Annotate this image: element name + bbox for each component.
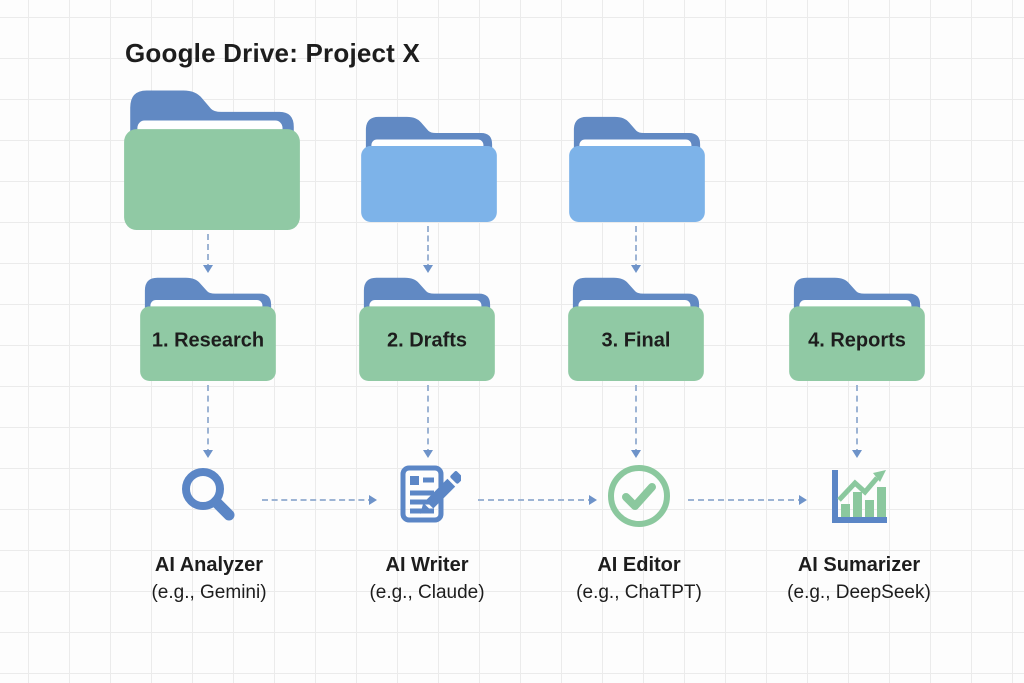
bar-chart-growth-icon [832,470,887,523]
tool-example: (e.g., Claude) [369,582,485,603]
folder-label: 4. Reports [808,329,906,352]
top-folder-final-source [566,112,708,222]
folder-label: 3. Final [601,329,671,352]
tool-name: AI Analyzer [154,554,264,576]
arrow-analyzer-to-writer [262,495,377,505]
arrow-writer-to-editor [478,495,597,505]
folder-label: 1. Research [151,329,265,352]
tool-example: (e.g., ChaTPT) [576,582,702,603]
subfolder-drafts: 2. Drafts [356,273,498,381]
diagram-title: Google Drive: Project X [125,38,421,68]
folder-icon [359,277,495,381]
arrow-editor-to-summarizer [688,495,807,505]
arrow-final-to-editor [631,385,641,458]
arrow-reports-to-summarizer [852,385,862,458]
arrow-root-to-research [203,234,213,273]
arrow-top-to-drafts [423,226,433,273]
tool-ai-writer: AI Writer (e.g., Claude) [317,462,537,604]
tool-example: (e.g., Gemini) [151,582,267,603]
document-pencil-icon [400,465,461,523]
tool-example: (e.g., DeepSeek) [787,582,931,603]
folder-label: 2. Drafts [386,329,468,352]
tool-ai-analyzer: AI Analyzer (e.g., Gemini) [99,462,319,604]
root-project-folder [120,84,304,230]
folder-icon [361,116,497,222]
tool-ai-editor: AI Editor (e.g., ChaTPT) [529,462,749,604]
tool-name: AI Writer [385,554,469,576]
folder-icon [568,277,704,381]
folder-icon [140,277,276,381]
arrow-drafts-to-writer [423,385,433,458]
arrow-top-to-final [631,226,641,273]
subfolder-reports: 4. Reports [786,273,928,381]
magnifier-search-icon [182,468,235,521]
tool-ai-summarizer: AI Sumarizer (e.g., DeepSeek) [749,462,969,604]
subfolder-research: 1. Research [137,273,279,381]
tool-name: AI Sumarizer [797,554,921,576]
tool-name: AI Editor [597,554,681,576]
folder-icon [569,116,705,222]
arrow-research-to-analyzer [203,385,213,458]
folder-icon [124,90,300,230]
top-folder-drafts-source [358,112,500,222]
check-circle-icon [608,465,670,527]
folder-icon [789,277,925,381]
subfolder-final: 3. Final [565,273,707,381]
